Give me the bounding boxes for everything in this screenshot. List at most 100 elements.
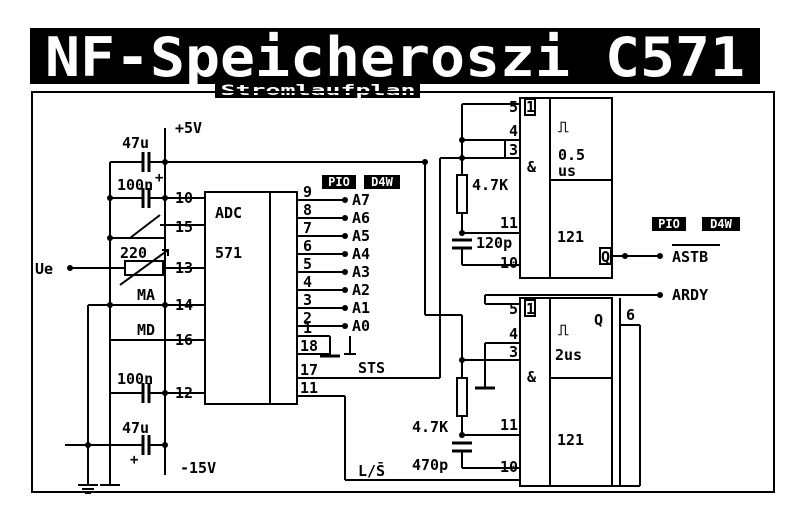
adc-pin-right: 8 <box>303 201 312 219</box>
mf1-pin: 1 <box>526 98 535 116</box>
mf1-pin: 3 <box>509 141 518 159</box>
mf2-pulse-icon: ⎍ <box>558 321 569 339</box>
adc-pin-right: 1 <box>303 319 312 337</box>
frame <box>31 91 775 493</box>
switch <box>110 214 205 239</box>
r1-label: 220 <box>120 244 147 262</box>
pio-tag <box>652 217 686 231</box>
mf2-time: 2us <box>555 346 582 364</box>
junction <box>162 195 168 201</box>
mf2-pin: 3 <box>509 343 518 361</box>
adc-pin-left: 12 <box>175 384 193 402</box>
adc-pin-left: 10 <box>175 189 193 207</box>
mf1-pin: 4 <box>509 122 518 140</box>
variable-resistor-r1 <box>119 249 205 286</box>
mf2-pin-box <box>524 299 536 317</box>
junction <box>162 390 168 396</box>
adc-pin-left: 13 <box>175 259 193 277</box>
mf1-wiring <box>440 103 520 266</box>
ma-label: MA <box>137 286 155 304</box>
adc-pin-right: 11 <box>300 379 318 397</box>
mf2-q: Q <box>594 311 603 329</box>
output-a4: A4 <box>352 245 370 263</box>
capacitor-c1 <box>110 152 165 172</box>
adc-chip <box>204 191 298 405</box>
supply-pos-label: +5V <box>175 119 202 137</box>
adc-pin-right: 2 <box>303 309 312 327</box>
monoflop-1 <box>519 97 613 279</box>
mf1-unit: us <box>558 162 576 180</box>
output-a7: A7 <box>352 191 370 209</box>
junction <box>162 442 168 448</box>
md-label: MD <box>137 321 155 339</box>
adc-pin-right: 5 <box>303 255 312 273</box>
mf2-pin: 5 <box>509 300 518 318</box>
ls-label: L/S̄ <box>358 460 385 480</box>
c3-label: 100n <box>117 370 153 388</box>
mf1-pin: 11 <box>500 214 518 232</box>
junction <box>622 253 628 259</box>
adc-output-terminals <box>342 197 348 329</box>
adc-pin-right: 18 <box>300 337 318 355</box>
mf1-q: Q <box>601 248 610 266</box>
output-a3: A3 <box>352 263 370 281</box>
astb-terminal[interactable] <box>657 253 663 259</box>
mf1-time: 0.5 <box>558 146 585 164</box>
adc-pin-right: 6 <box>303 237 312 255</box>
pio-label: PIO <box>328 175 350 189</box>
pio-label: PIO <box>658 217 680 231</box>
ue-label: Ue <box>35 260 53 278</box>
adc-pin-left: 16 <box>175 331 193 349</box>
ardy-label: ARDY <box>672 286 708 304</box>
adc-part: 571 <box>215 244 242 262</box>
c5-label: 120p <box>476 234 512 252</box>
mf2-pin: 11 <box>500 416 518 434</box>
adc-name: ADC <box>215 204 242 222</box>
adc-pin-left: 14 <box>175 296 193 314</box>
mf1-pin-box <box>524 98 536 116</box>
adc-output-lines <box>297 199 440 397</box>
mf1-pin: 10 <box>500 254 518 272</box>
title: NF-Speicheroszi C571 <box>45 26 745 89</box>
junction <box>85 442 91 448</box>
ground-symbol-1 <box>78 484 98 494</box>
output-a2: A2 <box>352 281 370 299</box>
output-a6: A6 <box>352 209 370 227</box>
junction <box>107 302 113 308</box>
c6-label: 470p <box>412 456 448 474</box>
mf2-part: 121 <box>557 431 584 449</box>
capacitor-c2 <box>110 188 205 208</box>
ardy-terminal[interactable] <box>657 292 663 298</box>
pio-tag <box>702 217 740 231</box>
adc-pin-right: 7 <box>303 219 312 237</box>
c4-plus: + <box>130 452 138 468</box>
r3-label: 4.7K <box>412 418 448 436</box>
r2-label: 4.7K <box>472 176 508 194</box>
mf1-pin: 5 <box>509 98 518 116</box>
mf2-pin: 1 <box>526 300 535 318</box>
sts-label: STS <box>358 359 385 377</box>
junction <box>107 235 113 241</box>
mf1-q-box <box>599 247 612 265</box>
mf2-pin: 4 <box>509 325 518 343</box>
pio-tag <box>364 175 400 189</box>
c4-label: 47u <box>122 419 149 437</box>
junction <box>107 195 113 201</box>
mf2-gate: & <box>527 368 537 386</box>
output-a0: A0 <box>352 317 370 335</box>
c1-plus: + <box>155 170 163 186</box>
capacitor-c3 <box>110 383 205 403</box>
subtitle-banner <box>215 82 420 98</box>
pio-port-label: D4W <box>371 175 393 189</box>
output-a1: A1 <box>352 299 370 317</box>
supply-neg-label: -15V <box>180 459 216 477</box>
adc-pin-right: 3 <box>303 291 312 309</box>
c2-label: 100n <box>117 176 153 194</box>
astb-label: ASTB <box>672 248 708 266</box>
adc-pin-left: 15 <box>175 218 193 236</box>
junction <box>162 302 168 308</box>
mf2-pin: 6 <box>626 306 635 324</box>
mf1-gate: & <box>527 158 537 176</box>
mf2-wiring <box>452 295 641 487</box>
